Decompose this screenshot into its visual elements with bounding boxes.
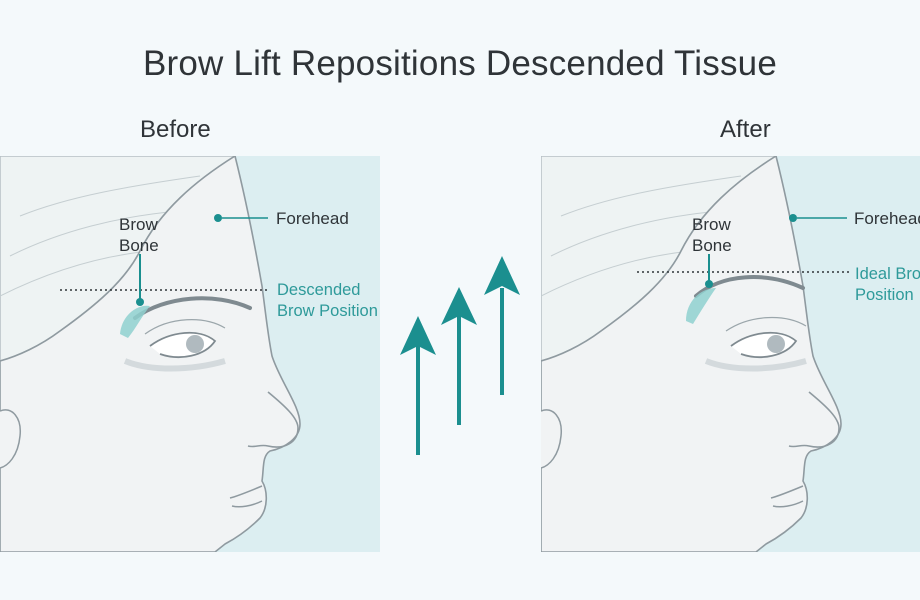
lift-arrow-icon xyxy=(484,256,520,395)
face-skin xyxy=(0,156,301,552)
lift-arrow-icon xyxy=(400,316,436,455)
before-label: Before xyxy=(140,116,211,143)
after-face-illustration xyxy=(541,156,851,552)
forehead-label: Forehead xyxy=(276,209,349,228)
lift-arrows xyxy=(400,256,520,455)
forehead-label: Forehead xyxy=(854,209,920,228)
after-label: After xyxy=(720,116,771,143)
brow-bone-highlight xyxy=(120,305,150,338)
page-title: Brow Lift Repositions Descended Tissue xyxy=(142,44,778,83)
lift-arrow-icon xyxy=(441,287,477,425)
eyebrow xyxy=(694,275,805,298)
before-face-illustration xyxy=(0,156,301,552)
face-skin xyxy=(541,156,842,552)
brow-bone-highlight xyxy=(686,288,716,324)
